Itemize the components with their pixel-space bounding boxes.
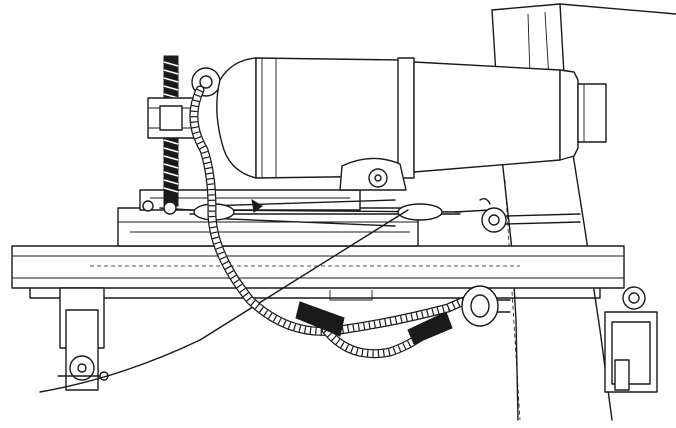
eye-bolt xyxy=(481,207,507,233)
trunnion xyxy=(368,168,388,188)
seizing-right xyxy=(407,311,453,345)
lanyard xyxy=(39,209,409,393)
port-ring xyxy=(622,286,646,310)
seizing-left xyxy=(295,301,345,337)
tackle-block-right xyxy=(397,203,443,221)
elevating-screw xyxy=(147,55,195,207)
rear-truck xyxy=(57,287,109,391)
truck-wheel xyxy=(69,355,95,381)
breeching-rope xyxy=(189,85,511,359)
ring-bolt xyxy=(461,285,499,327)
carriage xyxy=(117,189,419,247)
port-bracket xyxy=(604,286,658,393)
cannon-barrel xyxy=(191,57,607,191)
